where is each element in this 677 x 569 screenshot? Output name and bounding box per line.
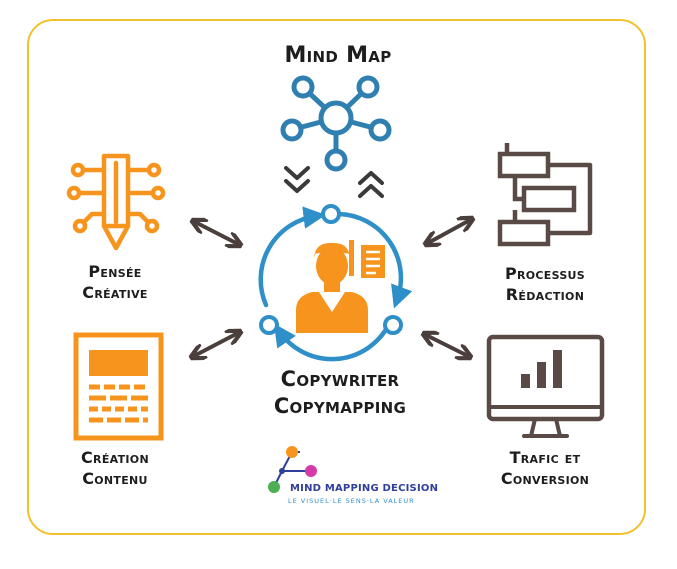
- node-label-trafic: Trafic et Conversion: [470, 448, 620, 490]
- node-label-line: Pensée: [88, 262, 142, 281]
- node-label-line: Processus: [504, 264, 586, 283]
- monitor-chart-icon: [486, 334, 605, 438]
- center-label-line: Copywriter: [280, 367, 400, 391]
- node-label-line: Trafic et: [509, 448, 581, 467]
- node-label-line: Création: [81, 448, 149, 467]
- document-content-icon: [73, 332, 164, 441]
- process-flow-icon: [497, 143, 593, 247]
- diagram-title: Mind Map: [284, 43, 392, 68]
- cycle-node: [259, 204, 403, 335]
- mind-mapping-decision-logo: [268, 446, 317, 493]
- center-label: Copywriter Copymapping: [230, 366, 450, 421]
- cycle-ring: [258, 206, 413, 362]
- node-label-creation: Création Contenu: [40, 448, 190, 490]
- node-label-line: Conversion: [500, 468, 590, 488]
- brand-name: MIND MAPPING DECISION: [290, 483, 439, 494]
- arrow-processus: [428, 220, 470, 243]
- arrow-pensee: [195, 222, 238, 244]
- mind-map-network-icon: [280, 75, 392, 172]
- node-label-processus: Processus Rédaction: [470, 264, 620, 306]
- pencil-idea-icon: [66, 153, 166, 251]
- arrow-creation: [194, 333, 238, 356]
- chevron-up-double-icon: [358, 171, 384, 198]
- node-label-line: Rédaction: [505, 284, 585, 304]
- node-label-line: Créative: [82, 282, 148, 302]
- node-label-line: Contenu: [82, 468, 148, 488]
- arrow-trafic: [426, 335, 468, 356]
- copywriter-person-icon: [296, 240, 385, 333]
- center-label-line: Copymapping: [273, 394, 407, 419]
- connector-arrows: [194, 220, 470, 356]
- brand-tagline: LE VISUEL·LE SENS·LA VALEUR: [288, 497, 415, 505]
- node-label-pensee: Pensée Créative: [40, 262, 190, 304]
- chevron-down-double-icon: [284, 166, 310, 193]
